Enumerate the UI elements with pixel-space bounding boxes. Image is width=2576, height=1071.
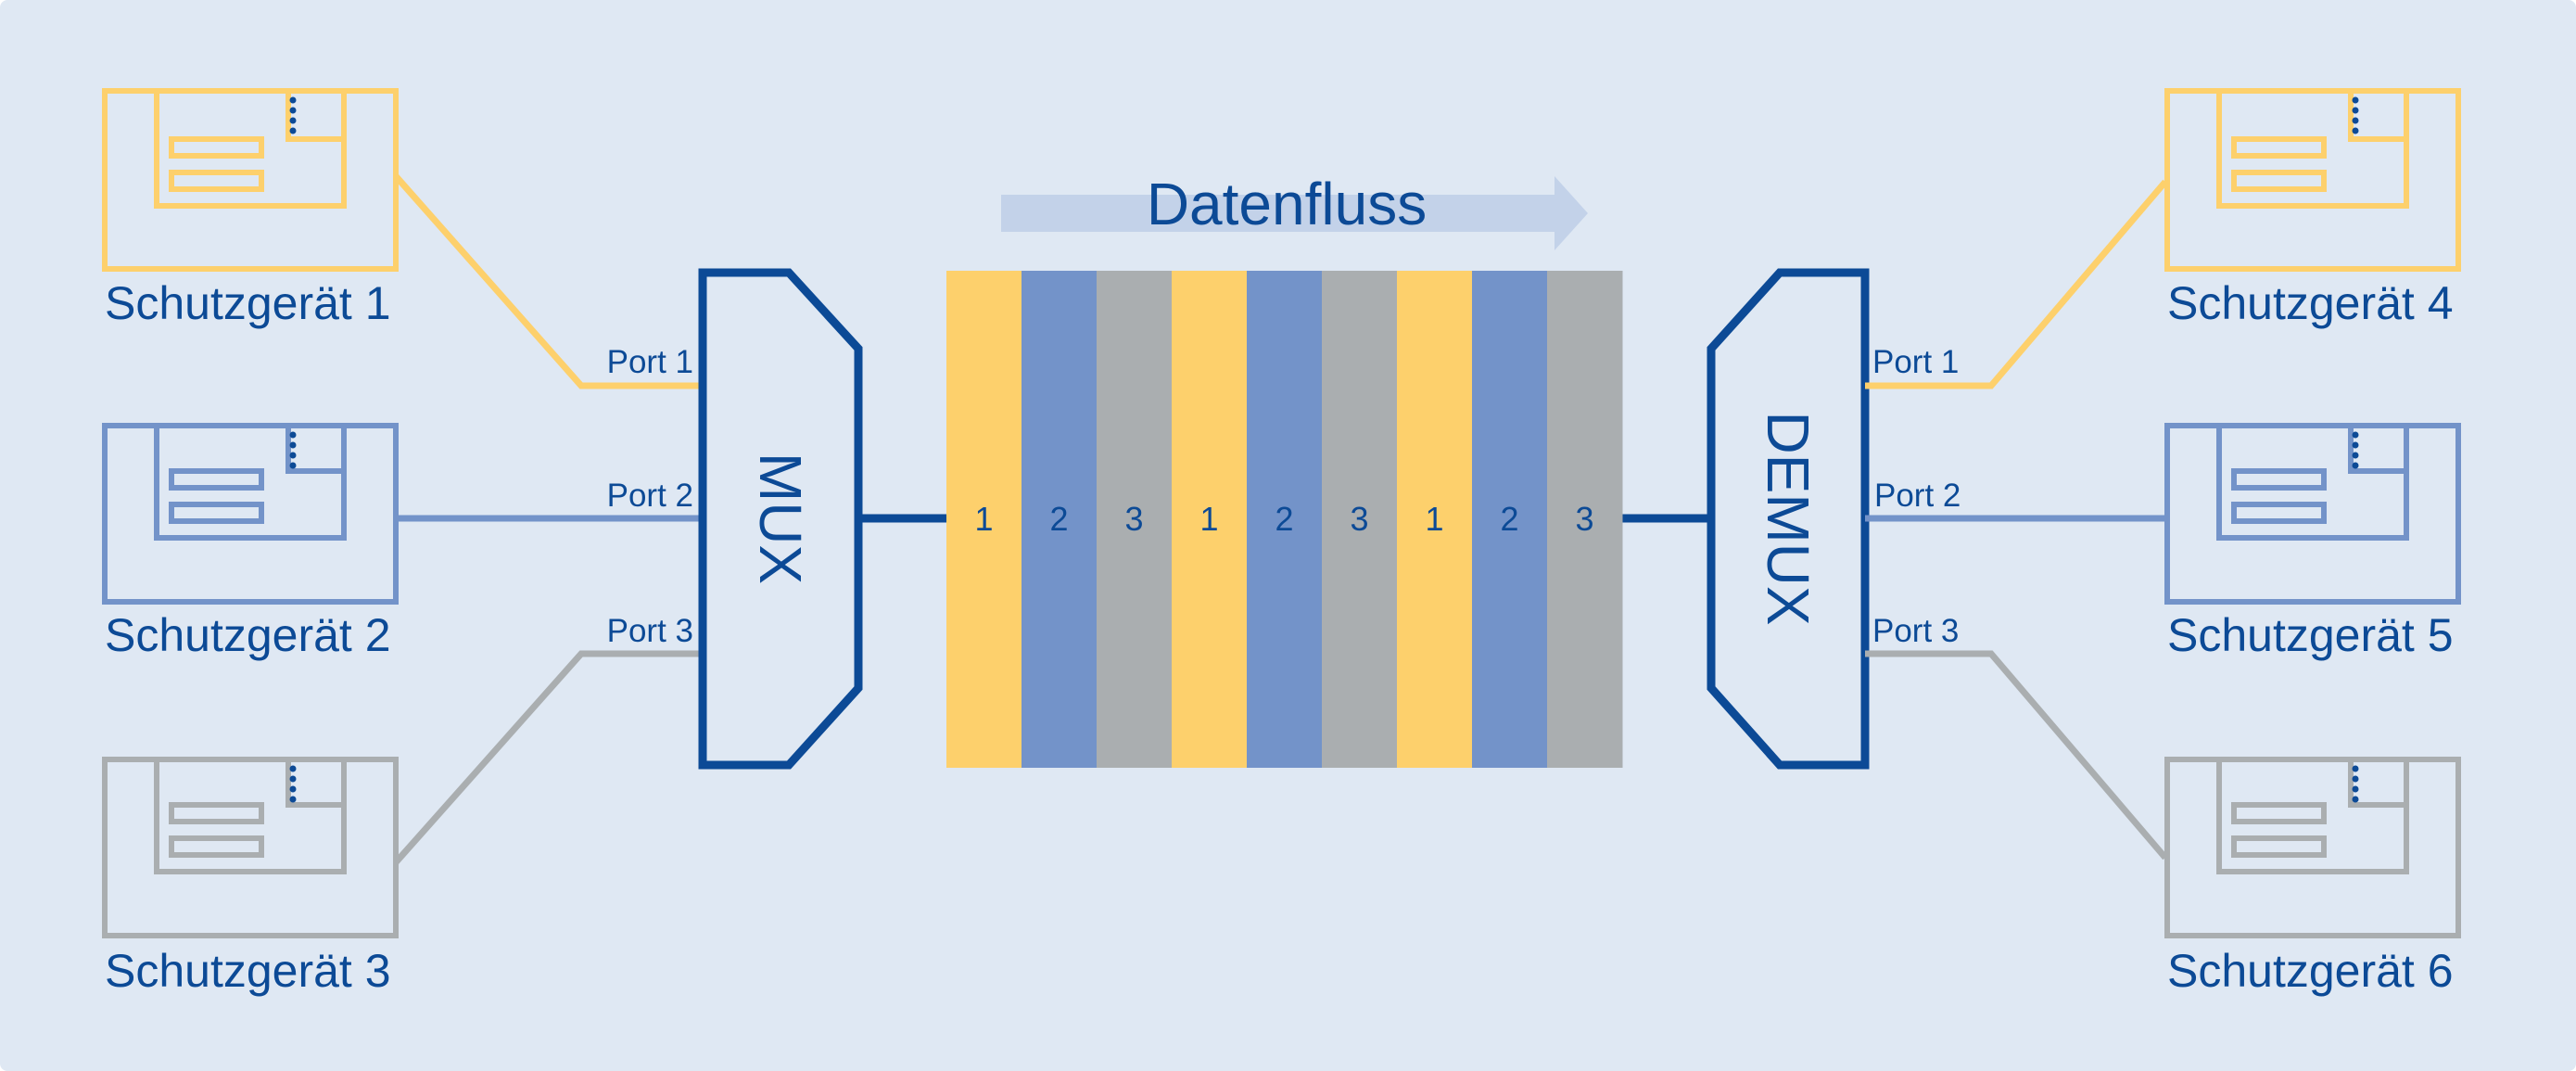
demux-port-3-label: Port 3	[1872, 613, 1959, 649]
device-5-icon	[2164, 423, 2461, 605]
device-5: Schutzgerät 5	[2164, 423, 2461, 661]
device-6-port-dots	[2352, 765, 2359, 803]
device-3-label: Schutzgerät 3	[105, 945, 391, 997]
device-3: Schutzgerät 3	[102, 757, 399, 997]
mux-port-2-label: Port 2	[607, 478, 693, 514]
device-1-port-dots	[289, 96, 297, 134]
time-slot-4-label: 1	[1199, 500, 1218, 538]
device-4-port-dots	[2352, 96, 2359, 134]
device-3-port-dots	[289, 765, 297, 803]
time-slot-6	[1322, 271, 1398, 768]
device-2-label: Schutzgerät 2	[105, 609, 391, 661]
time-slot-9-label: 3	[1575, 500, 1593, 538]
device-2-port-dots	[289, 431, 297, 469]
device-5-port-dots	[2352, 431, 2359, 469]
time-slot-5-label: 2	[1275, 500, 1293, 538]
device-3-icon	[102, 757, 399, 938]
demux-label: DEMUX	[1755, 411, 1821, 625]
device-4: Schutzgerät 4	[2164, 88, 2461, 329]
device-6-label: Schutzgerät 6	[2167, 945, 2454, 997]
device-6-icon	[2164, 757, 2461, 938]
device-1-label: Schutzgerät 1	[105, 277, 391, 329]
mux-port-1-label: Port 1	[607, 344, 693, 380]
device-4-icon	[2164, 88, 2461, 272]
time-slot-1	[946, 271, 1022, 768]
demux-block: DEMUX	[1707, 268, 1870, 770]
demux-port-1-label: Port 1	[1872, 344, 1959, 380]
time-slot-5	[1247, 271, 1323, 768]
device-5-label: Schutzgerät 5	[2167, 609, 2454, 661]
time-slot-3	[1097, 271, 1173, 768]
data-flow-label: Datenfluss	[1147, 171, 1427, 237]
mux-block: MUX	[698, 268, 863, 770]
link-device-3-mux	[393, 650, 703, 865]
time-slot-1-label: 1	[974, 500, 993, 538]
mux-port-3-label: Port 3	[607, 613, 693, 649]
time-slot-7-label: 1	[1425, 500, 1443, 538]
time-slot-2	[1022, 271, 1098, 768]
demux-port-2-label: Port 2	[1874, 478, 1961, 514]
device-6: Schutzgerät 6	[2164, 757, 2461, 997]
device-2-icon	[102, 423, 399, 605]
link-device-1-mux	[393, 173, 703, 389]
link-demux-device-6	[1865, 650, 2168, 861]
time-slot-6-label: 3	[1350, 500, 1368, 538]
device-4-label: Schutzgerät 4	[2167, 277, 2454, 329]
data-flow-arrow: Datenfluss	[1001, 171, 1588, 250]
time-slot-2-label: 2	[1049, 500, 1068, 538]
time-slot-8	[1472, 271, 1548, 768]
time-slot-4	[1172, 271, 1248, 768]
time-slot-frame: 1 2 3 1 2 3 1 2 3	[946, 271, 1623, 768]
device-2: Schutzgerät 2	[102, 423, 399, 661]
device-1: Schutzgerät 1	[102, 88, 399, 329]
mux-label: MUX	[747, 453, 814, 584]
link-demux-device-4	[1865, 179, 2168, 389]
time-slot-3-label: 3	[1124, 500, 1143, 538]
arrow-right-icon	[1001, 176, 1588, 250]
time-slot-7	[1397, 271, 1473, 768]
time-slot-9	[1547, 271, 1623, 768]
time-slot-8-label: 2	[1500, 500, 1518, 538]
